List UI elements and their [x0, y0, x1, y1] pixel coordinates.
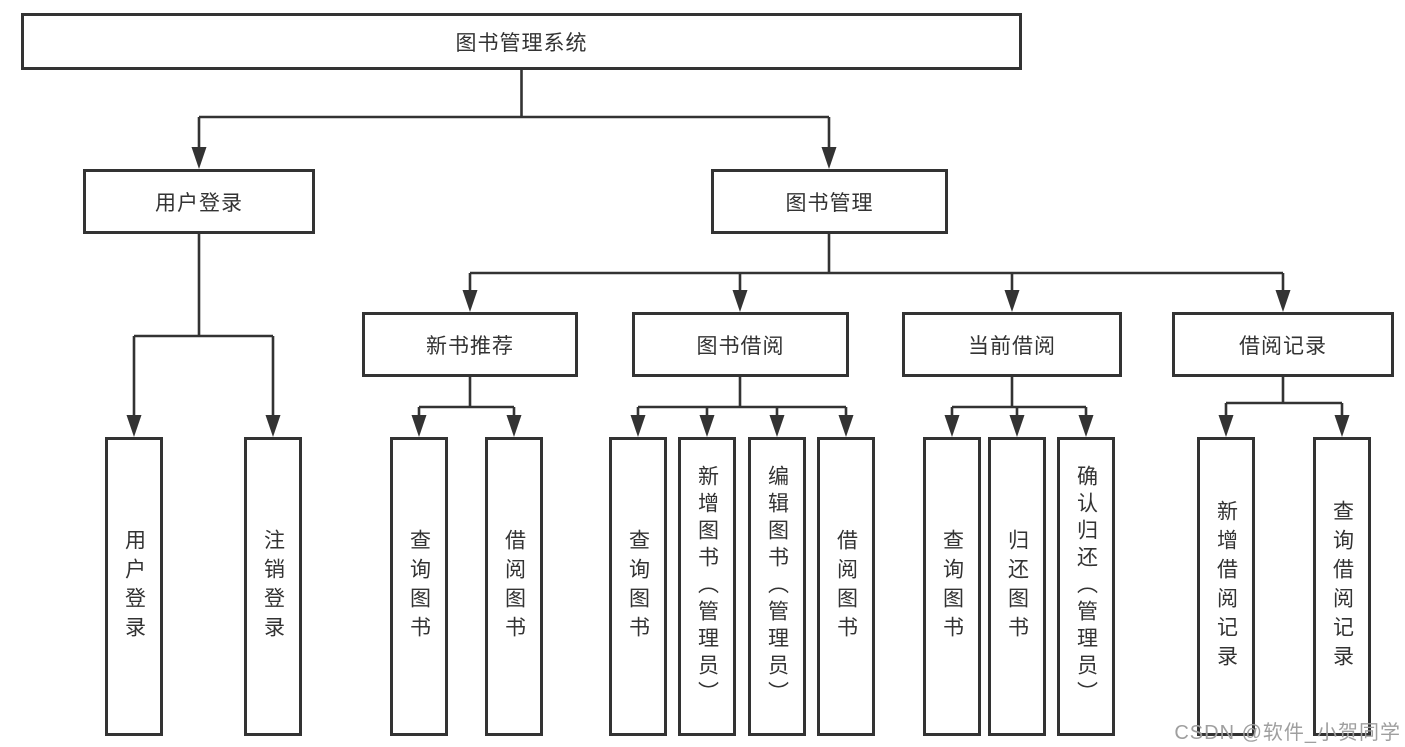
arrow-down-icon [1004, 290, 1020, 312]
node-label: 查询图书 [407, 528, 431, 645]
node-book-borrow: 图书借阅 [632, 312, 849, 377]
node-label: 注销登录 [261, 528, 285, 645]
arrow-down-icon [944, 415, 960, 437]
arrow-down-icon [462, 290, 478, 312]
edge-user-login-children [132, 234, 275, 419]
leaf-borrow-add-book-admin: 新增图书（管理员） [678, 437, 736, 736]
leaf-borrow-borrow-book: 借阅图书 [817, 437, 875, 736]
arrow-down-icon [630, 415, 646, 437]
arrow-down-icon [699, 415, 715, 437]
node-label: 图书管理 [785, 191, 874, 215]
tree-edges [132, 70, 1344, 419]
arrow-down-icon [1009, 415, 1025, 437]
node-label: 查询图书 [940, 528, 964, 645]
arrow-down-icon [769, 415, 785, 437]
arrow-down-icon [1275, 290, 1291, 312]
tree-arrowheads [126, 147, 1350, 437]
node-label: 查询借阅记录 [1330, 499, 1354, 674]
arrow-down-icon [1218, 415, 1234, 437]
edge-book-borrow-children [636, 377, 848, 419]
leaf-current-query-book: 查询图书 [923, 437, 981, 736]
leaf-logout: 注销登录 [244, 437, 302, 736]
node-label: 图书管理系统 [455, 31, 588, 55]
node-root-system: 图书管理系统 [21, 13, 1022, 70]
node-borrow-records: 借阅记录 [1172, 312, 1394, 377]
node-book-management: 图书管理 [711, 169, 948, 234]
edge-root-to-level2 [197, 70, 831, 151]
edge-new-book-children [417, 377, 516, 419]
leaf-borrow-query-book: 查询图书 [609, 437, 667, 736]
node-new-book-recommend: 新书推荐 [362, 312, 578, 377]
arrow-down-icon [732, 290, 748, 312]
node-label: 用户登录 [155, 191, 243, 215]
arrow-down-icon [265, 415, 281, 437]
leaf-records-add-record: 新增借阅记录 [1197, 437, 1255, 736]
node-label: 用户登录 [122, 528, 146, 645]
leaf-recommend-query-book: 查询图书 [390, 437, 448, 736]
leaf-user-login: 用户登录 [105, 437, 163, 736]
edge-book-management-children [468, 234, 1285, 294]
arrow-down-icon [191, 147, 207, 169]
csdn-watermark: CSDN @软件_小贺同学 [1174, 722, 1401, 744]
edge-current-borrow-children [950, 377, 1088, 419]
node-label: 新书推荐 [426, 334, 514, 358]
arrow-down-icon [838, 415, 854, 437]
node-label: 借阅图书 [834, 528, 858, 645]
node-label: 当前借阅 [968, 334, 1056, 358]
node-label: 归还图书 [1005, 528, 1029, 645]
node-label: 借阅记录 [1239, 334, 1327, 358]
leaf-records-query-record: 查询借阅记录 [1313, 437, 1371, 736]
edge-borrow-records-children [1224, 377, 1344, 419]
arrow-down-icon [126, 415, 142, 437]
node-label: 查询图书 [626, 528, 650, 645]
leaf-current-confirm-return-admin: 确认归还（管理员） [1057, 437, 1115, 736]
arrow-down-icon [506, 415, 522, 437]
node-label: 图书借阅 [696, 334, 785, 358]
leaf-borrow-edit-book-admin: 编辑图书（管理员） [748, 437, 806, 736]
arrow-down-icon [1078, 415, 1094, 437]
leaf-recommend-borrow-book: 借阅图书 [485, 437, 543, 736]
node-label: 确认归还（管理员） [1074, 465, 1098, 708]
node-label: 借阅图书 [502, 528, 526, 645]
node-current-borrow: 当前借阅 [902, 312, 1122, 377]
node-label: 新增图书（管理员） [695, 465, 719, 708]
arrow-down-icon [1334, 415, 1350, 437]
node-label: 新增借阅记录 [1214, 499, 1238, 674]
leaf-current-return-book: 归还图书 [988, 437, 1046, 736]
arrow-down-icon [821, 147, 837, 169]
arrow-down-icon [411, 415, 427, 437]
node-label: 编辑图书（管理员） [765, 465, 789, 708]
node-user-login: 用户登录 [83, 169, 315, 234]
